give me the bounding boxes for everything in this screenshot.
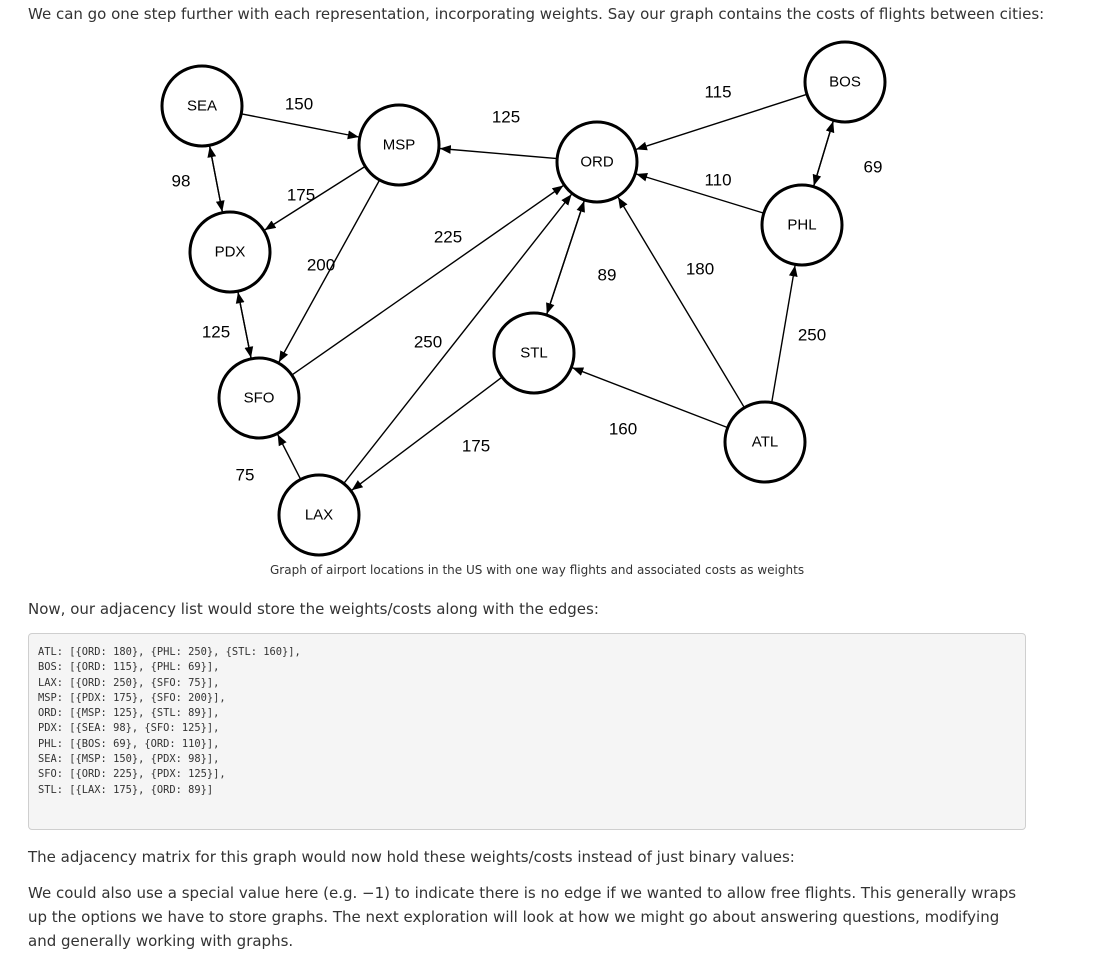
code-line: ORD: [{MSP: 125}, {STL: 89}], [38, 707, 220, 720]
node-label: BOS [829, 74, 861, 91]
code-line: SFO: [{ORD: 225}, {PDX: 125}], [38, 768, 226, 781]
closing-paragraph: We could also use a special value here (… [28, 884, 1017, 950]
edge-sfo-ord [291, 184, 564, 376]
node-sfo: SFO [217, 356, 301, 440]
code-line: PHL: [{BOS: 69}, {ORD: 110}], [38, 737, 220, 750]
node-label: LAX [305, 507, 333, 524]
edge-atl-phl [771, 265, 798, 403]
edge-msp-sfo [278, 179, 381, 363]
edge-weight-label: 150 [285, 95, 313, 114]
node-stl: STL [492, 311, 576, 395]
code-line: SEA: [{MSP: 150}, {PDX: 98}], [38, 753, 220, 766]
edge-weight-label: 75 [236, 466, 255, 485]
node-label: MSP [383, 137, 416, 154]
node-circle [357, 103, 441, 187]
node-msp: MSP [357, 103, 441, 187]
edge-weight-label: 110 [704, 171, 731, 190]
node-label: PDX [215, 244, 246, 261]
edge-phl-bos [812, 121, 835, 187]
edge-stl-ord [545, 200, 585, 316]
node-circle [723, 400, 807, 484]
node-label: STL [520, 345, 548, 362]
code-line: LAX: [{ORD: 250}, {SFO: 75}], [38, 676, 220, 689]
adjacency-matrix-paragraph: The adjacency matrix for this graph woul… [28, 848, 795, 866]
node-label: SEA [187, 98, 217, 115]
edge-phl-ord [635, 173, 765, 214]
edge-sfo-pdx [235, 292, 252, 359]
edge-weight-label: 125 [202, 323, 230, 342]
node-phl: PHL [760, 183, 844, 267]
edge-weight-label: 125 [492, 108, 520, 127]
node-ord: ORD [555, 120, 639, 204]
edge-atl-ord [617, 196, 746, 409]
node-circle [217, 356, 301, 440]
node-circle [188, 210, 272, 294]
edge-weight-label: 180 [686, 260, 714, 279]
node-circle [160, 64, 244, 148]
node-circle [492, 311, 576, 395]
edge-lax-sfo [277, 434, 302, 480]
graph-caption: Graph of airport locations in the US wit… [270, 563, 805, 577]
edge-weight-label: 115 [704, 83, 731, 102]
adjacency-list-intro: Now, our adjacency list would store the … [28, 600, 599, 618]
code-line: MSP: [{PDX: 175}, {SFO: 200}], [38, 691, 226, 704]
code-line: PDX: [{SEA: 98}, {SFO: 125}], [38, 722, 220, 735]
node-lax: LAX [277, 473, 361, 557]
edge-weight-label: 225 [434, 228, 462, 247]
edge-weight-label: 98 [172, 172, 191, 191]
edge-weight-label: 89 [598, 266, 617, 285]
edge-sea-msp [241, 113, 359, 140]
node-circle [277, 473, 361, 557]
edge-lax-ord [343, 193, 573, 485]
node-label: ORD [580, 154, 614, 171]
node-label: SFO [244, 390, 275, 407]
node-label: ATL [752, 434, 778, 451]
edge-atl-stl [572, 367, 728, 429]
code-line: STL: [{LAX: 175}, {ORD: 89}] [38, 783, 214, 796]
code-line: BOS: [{ORD: 115}, {PHL: 69}], [38, 661, 220, 674]
node-circle [555, 120, 639, 204]
edge-weight-label: 160 [609, 420, 637, 439]
node-label: PHL [787, 217, 816, 234]
edge-weight-label: 175 [462, 437, 490, 456]
edge-ord-msp [439, 145, 558, 160]
flight-graph: 150 98 125 115 175 200 225 110 69 125 89 180 250 250 1… [160, 40, 887, 557]
edge-weight-label: 175 [287, 186, 315, 205]
edge-weight-label: 200 [307, 256, 335, 275]
node-atl: ATL [723, 400, 807, 484]
edge-msp-pdx [264, 165, 366, 231]
edge-pdx-sea [207, 146, 224, 213]
adjacency-list-code: ATL: [{ORD: 180}, {PHL: 250}, {STL: 160}… [28, 633, 1026, 830]
node-circle [760, 183, 844, 267]
code-line: ATL: [{ORD: 180}, {PHL: 250}, {STL: 160}… [38, 646, 301, 658]
edge-stl-lax [351, 376, 503, 491]
node-pdx: PDX [188, 210, 272, 294]
intro-paragraph: We can go one step further with each rep… [28, 5, 1045, 23]
node-circle [803, 40, 887, 124]
node-sea: SEA [160, 64, 244, 148]
edge-weight-label: 250 [414, 333, 442, 352]
edge-weight-label: 250 [798, 326, 826, 345]
edge-weight-label: 69 [864, 158, 883, 177]
node-bos: BOS [803, 40, 887, 124]
edge-bos-ord [635, 93, 808, 151]
